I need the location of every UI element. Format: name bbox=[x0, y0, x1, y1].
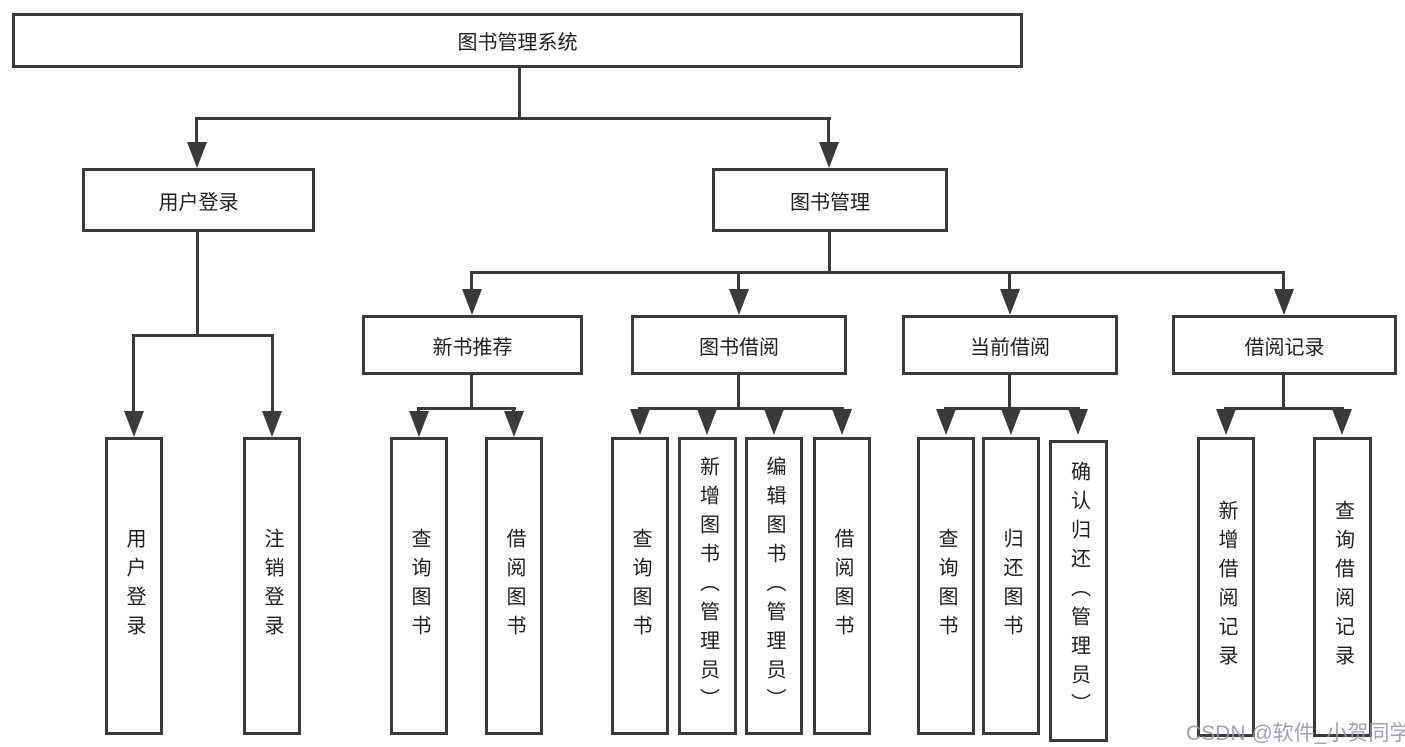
node-label: 编辑图书（管理员） bbox=[763, 455, 785, 717]
node-book-management: 图书管理 bbox=[712, 168, 948, 232]
arrow-down-icon bbox=[1216, 409, 1236, 435]
csdn-watermark: CSDN @软件_小贺同学 bbox=[1186, 722, 1405, 745]
node-label: 图书管理系统 bbox=[457, 32, 578, 54]
leaf-add-book-admin: 新增图书（管理员） bbox=[678, 437, 737, 735]
node-user-login: 用户登录 bbox=[82, 168, 315, 232]
node-label: 确认归还（管理员） bbox=[1067, 460, 1090, 722]
node-library-management-system: 图书管理系统 bbox=[12, 13, 1023, 68]
leaf-user-login: 用户登录 bbox=[105, 437, 163, 735]
connector-leaf-stub bbox=[132, 334, 135, 412]
connector-leaf-stub bbox=[271, 334, 274, 412]
connector-leaf-stub bbox=[512, 407, 515, 413]
leaf-add-borrow-record: 新增借阅记录 bbox=[1197, 437, 1255, 737]
arrow-down-icon bbox=[409, 411, 429, 437]
arrow-down-icon bbox=[819, 142, 839, 168]
arrow-down-icon bbox=[1000, 289, 1020, 315]
arrow-down-icon bbox=[764, 409, 784, 435]
leaf-borrow-books: 借阅图书 bbox=[485, 437, 543, 735]
connector-borrow-records-bus bbox=[1224, 407, 1344, 410]
node-label: 新增图书（管理员） bbox=[696, 455, 719, 717]
arrow-down-icon bbox=[832, 409, 852, 435]
leaf-return-books: 归还图书 bbox=[982, 437, 1040, 735]
node-current-borrow: 当前借阅 bbox=[902, 315, 1118, 375]
connector-current-borrow-bus bbox=[944, 407, 1080, 410]
connector-user-login-stem bbox=[196, 232, 199, 337]
connector-root-stem bbox=[518, 68, 521, 120]
arrow-down-icon bbox=[462, 289, 482, 315]
leaf-query-books: 查询图书 bbox=[611, 437, 669, 735]
node-label: 图书借阅 bbox=[699, 336, 779, 359]
node-label: 查询借阅记录 bbox=[1331, 500, 1354, 674]
leaf-confirm-return-admin: 确认归还（管理员） bbox=[1049, 440, 1108, 742]
connector-new-books-stem bbox=[470, 375, 473, 410]
leaf-borrow-books: 借阅图书 bbox=[813, 437, 871, 735]
node-book-borrow: 图书借阅 bbox=[631, 315, 847, 375]
arrow-down-icon bbox=[124, 411, 144, 437]
connector-book-mgmt-bus bbox=[470, 271, 1285, 274]
connector-current-borrow-stem bbox=[1008, 375, 1011, 410]
connector-l3-stub bbox=[737, 271, 740, 290]
arrow-down-icon bbox=[630, 409, 650, 435]
connector-l3-stub bbox=[470, 271, 473, 290]
connector-new-books-bus bbox=[417, 407, 516, 410]
leaf-edit-book-admin: 编辑图书（管理员） bbox=[745, 437, 803, 735]
arrow-down-icon bbox=[1001, 409, 1021, 435]
node-label: 借阅图书 bbox=[503, 528, 525, 644]
node-label: 注销登录 bbox=[261, 528, 283, 644]
connector-user-login-stub bbox=[195, 117, 198, 143]
leaf-query-books: 查询图书 bbox=[917, 437, 975, 735]
node-label: 查询图书 bbox=[935, 528, 957, 644]
arrow-down-icon bbox=[729, 289, 749, 315]
node-new-book-recommend: 新书推荐 bbox=[362, 315, 583, 375]
node-label: 归还图书 bbox=[1000, 528, 1022, 644]
arrow-down-icon bbox=[262, 411, 282, 437]
arrow-down-icon bbox=[1274, 289, 1294, 315]
node-borrow-records: 借阅记录 bbox=[1172, 315, 1397, 375]
connector-l3-stub bbox=[1008, 271, 1011, 290]
connector-borrow-records-stem bbox=[1282, 375, 1285, 410]
node-label: 当前借阅 bbox=[970, 336, 1050, 359]
arrow-down-icon bbox=[1332, 409, 1352, 435]
connector-l3-stub bbox=[1282, 271, 1285, 290]
connector-book-mgmt-stub bbox=[827, 117, 830, 143]
leaf-query-borrow-record: 查询借阅记录 bbox=[1313, 437, 1372, 737]
arrow-down-icon bbox=[1068, 409, 1088, 435]
arrow-down-icon bbox=[504, 411, 524, 437]
arrow-down-icon bbox=[697, 409, 717, 435]
connector-root-bus bbox=[195, 117, 831, 120]
node-label: 查询图书 bbox=[408, 528, 430, 644]
node-label: 借阅图书 bbox=[831, 528, 853, 644]
leaf-logout: 注销登录 bbox=[243, 437, 301, 735]
node-label: 查询图书 bbox=[629, 528, 651, 644]
connector-user-login-bus bbox=[132, 334, 274, 337]
connector-leaf-stub bbox=[417, 407, 420, 413]
connector-book-borrow-bus bbox=[638, 407, 844, 410]
arrow-down-icon bbox=[187, 142, 207, 168]
node-label: 图书管理 bbox=[790, 191, 870, 214]
connector-book-mgmt-stem bbox=[828, 232, 831, 274]
connector-book-borrow-stem bbox=[737, 375, 740, 410]
node-label: 用户登录 bbox=[158, 191, 239, 214]
node-label: 借阅记录 bbox=[1244, 336, 1325, 359]
node-label: 新书推荐 bbox=[432, 336, 513, 359]
node-label: 用户登录 bbox=[123, 528, 145, 644]
arrow-down-icon bbox=[936, 409, 956, 435]
node-label: 新增借阅记录 bbox=[1215, 500, 1237, 674]
leaf-query-books: 查询图书 bbox=[390, 437, 448, 735]
